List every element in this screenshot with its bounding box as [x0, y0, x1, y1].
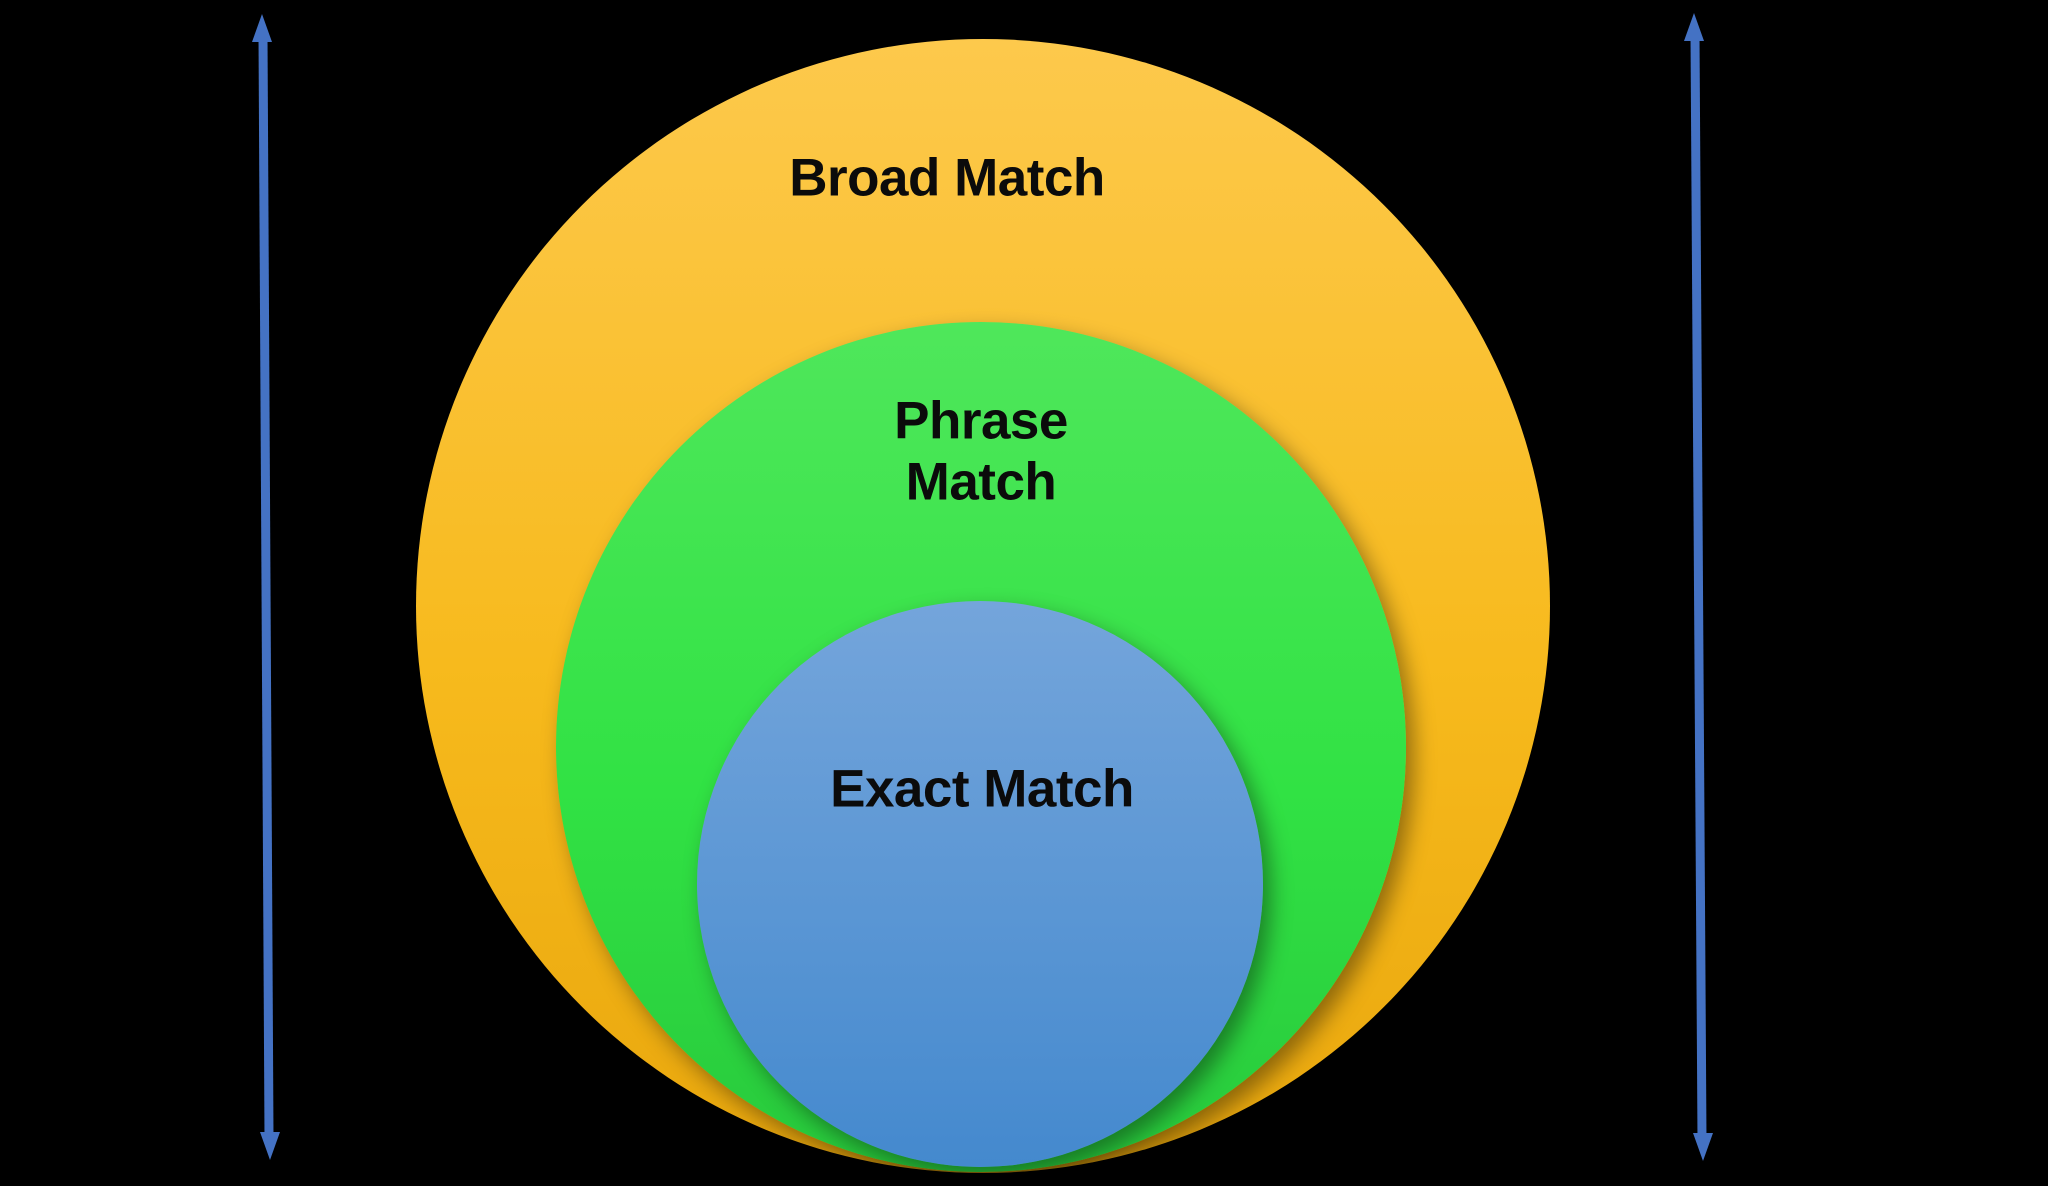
broad-match-label: Broad Match [789, 148, 1105, 208]
phrase-match-label-line1: Phrase [894, 391, 1068, 451]
exact-match-circle [697, 601, 1263, 1167]
left-vertical-double-arrow-icon [252, 14, 280, 1160]
phrase-match-label-line2: Match [905, 453, 1057, 512]
right-vertical-double-arrow-icon [1684, 13, 1713, 1161]
exact-match-label: Exact Match [830, 759, 1134, 819]
phrase-match-label: Phrase Match [894, 391, 1068, 514]
